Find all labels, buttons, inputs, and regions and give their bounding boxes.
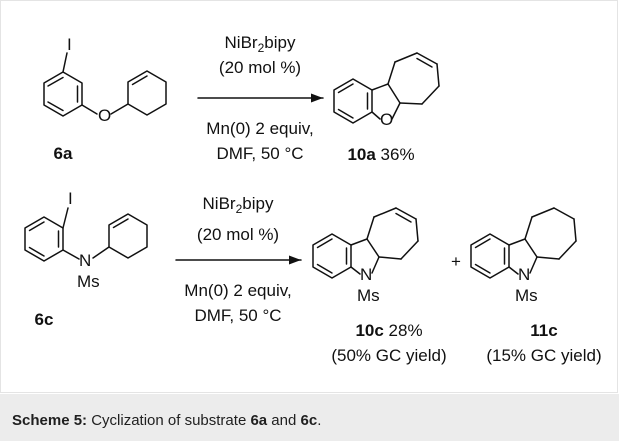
atom-label-oxygen-10a: O: [380, 110, 393, 129]
reaction-scheme: I O O NiBr2bipy (20 mol %) Mn(0) 2 equiv…: [24, 33, 602, 365]
gc-yield-11c: (15% GC yield): [486, 346, 601, 365]
compound-label-6a: 6a: [54, 144, 73, 163]
product-11c-structure: [470, 207, 577, 279]
gc-yield-10c: (50% GC yield): [331, 346, 446, 365]
caption-compound-1: 6a: [250, 412, 268, 429]
caption-text-2: and: [267, 412, 301, 429]
substrate-6c-structure: [24, 207, 148, 262]
atom-label-ms-6c: Ms: [77, 272, 100, 291]
compound-label-10a: 10a 36%: [347, 145, 414, 164]
atom-label-nitrogen-6c: N: [79, 251, 91, 270]
atom-label-oxygen-6a: O: [98, 106, 111, 125]
arrowhead-1: [311, 93, 323, 103]
caption-text-1: Cyclization of substrate: [87, 412, 251, 429]
compound-label-11c: 11c: [530, 321, 557, 340]
reagent-2-line-2: (20 mol %): [197, 225, 279, 244]
compound-label-6c: 6c: [35, 310, 54, 329]
compound-label-10c: 10c 28%: [355, 321, 422, 340]
atom-label-ms-11c: Ms: [515, 286, 538, 305]
reagent-2-line-1: NiBr2bipy: [203, 194, 274, 216]
caption-compound-2: 6c: [300, 412, 318, 429]
atom-label-ms-10c: Ms: [357, 286, 380, 305]
atom-label-nitrogen-10c: N: [360, 265, 372, 284]
reagent-1-line-2: (20 mol %): [219, 58, 301, 77]
atom-label-nitrogen-11c: N: [518, 265, 530, 284]
scheme-panel: I O O NiBr2bipy (20 mol %) Mn(0) 2 equiv…: [0, 0, 618, 393]
reagent-1-line-1: NiBr2bipy: [225, 33, 296, 55]
condition-1-line-2: DMF, 50 °C: [216, 144, 303, 163]
caption-text-3: .: [317, 412, 322, 429]
caption-bar: Scheme 5: Cyclization of substrate 6a an…: [0, 394, 619, 441]
scheme-caption: Scheme 5: Cyclization of substrate 6a an…: [12, 412, 321, 429]
condition-2-line-2: DMF, 50 °C: [194, 306, 281, 325]
product-10a-structure: [333, 52, 440, 124]
condition-2-line-1: Mn(0) 2 equiv,: [184, 281, 291, 300]
substrate-6a-structure: [43, 52, 167, 117]
product-10c-structure: [312, 207, 419, 279]
plus-sign: +: [451, 252, 461, 271]
atom-label-iodine-6a: I: [67, 35, 72, 54]
caption-prefix: Scheme 5:: [12, 412, 88, 429]
atom-label-iodine-6c: I: [68, 189, 73, 208]
condition-1-line-1: Mn(0) 2 equiv,: [206, 119, 313, 138]
arrowhead-2: [289, 255, 301, 265]
